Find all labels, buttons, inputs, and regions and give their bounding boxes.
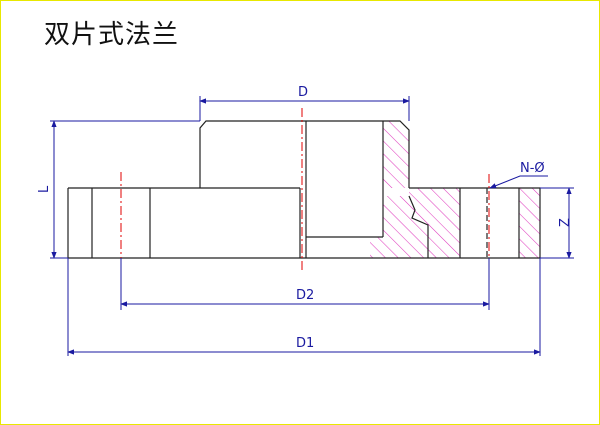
dim-label-d: D (298, 85, 308, 100)
dim-label-z: Z (558, 218, 573, 227)
dimension-lines (50, 96, 574, 356)
dim-label-n-diameter: N-Ø (520, 161, 545, 176)
flange-outline (67, 120, 541, 259)
page-title: 双片式法兰 (44, 20, 180, 50)
dim-label-l: L (37, 185, 52, 193)
centerlines (120, 108, 490, 272)
dim-label-d1: D1 (296, 336, 314, 351)
dim-label-d2: D2 (296, 288, 314, 303)
section-hatch (370, 121, 540, 258)
